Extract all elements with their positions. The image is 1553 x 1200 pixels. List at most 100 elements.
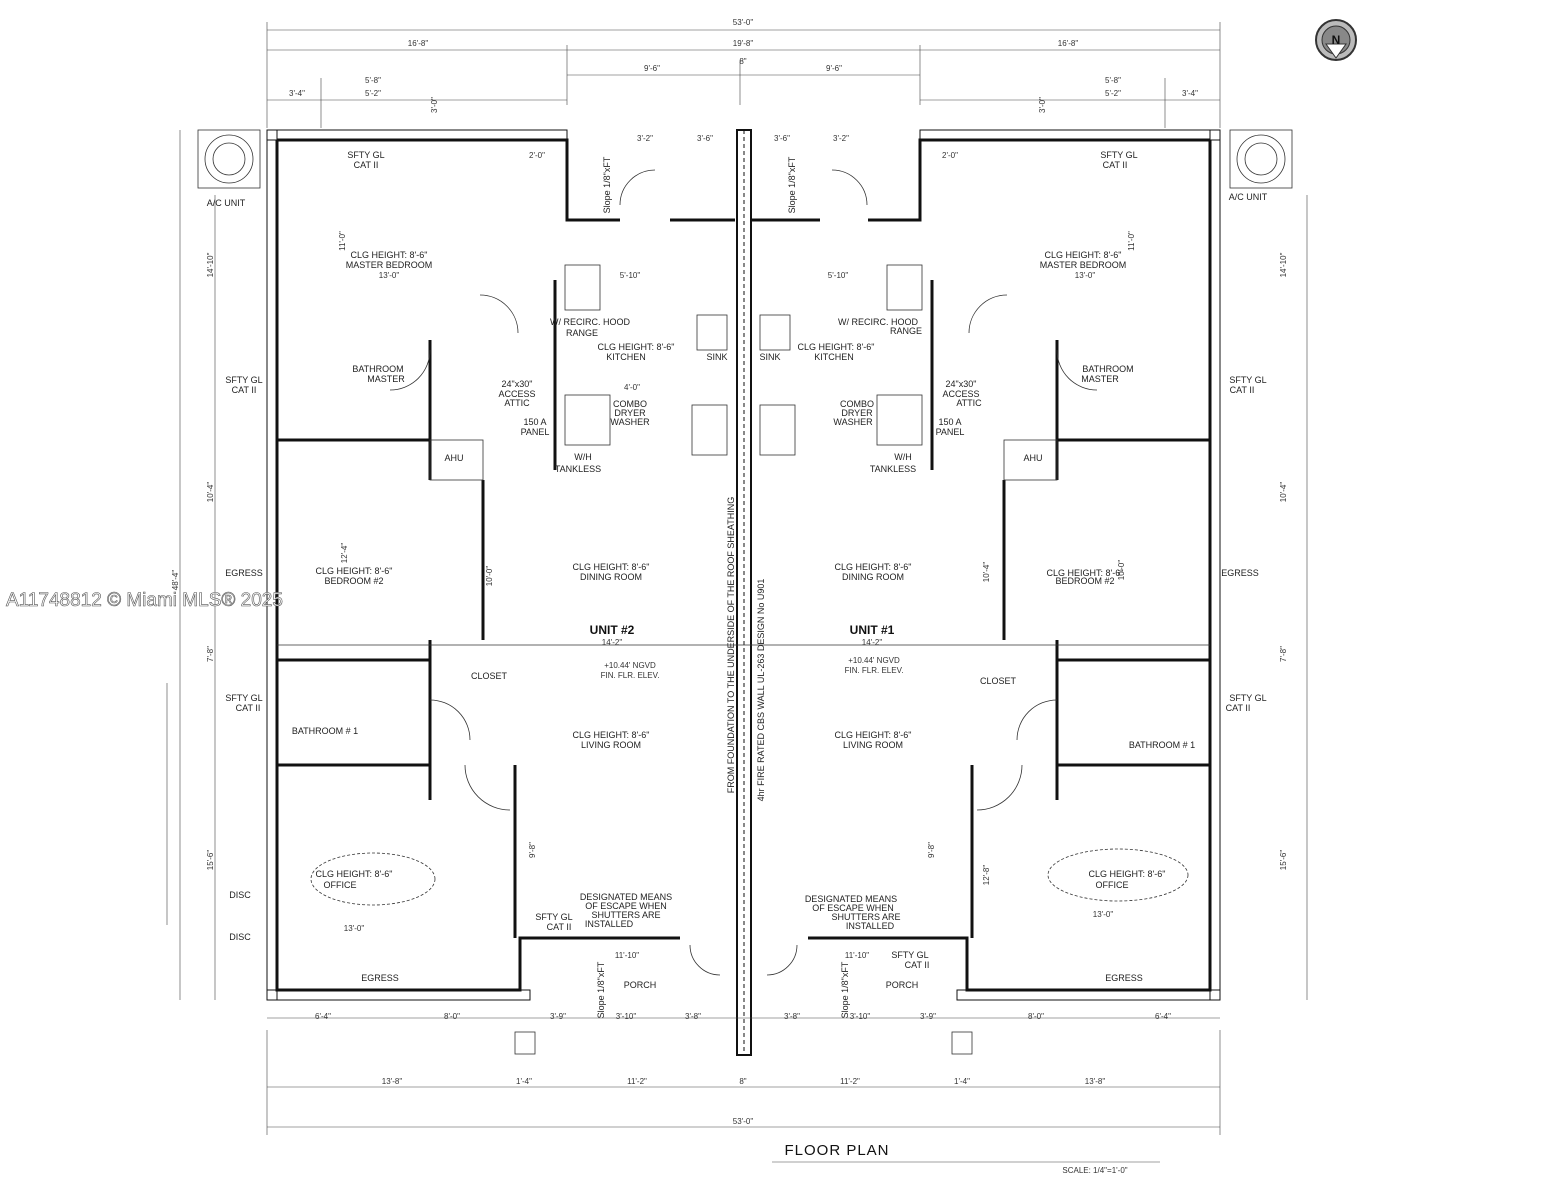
sink-left: SINK xyxy=(706,352,727,362)
cat-porch-right: CAT II xyxy=(905,960,930,970)
dim-kitchen-right: 5'-10" xyxy=(828,271,849,280)
dim-wall-top: 8" xyxy=(739,57,746,66)
dim-west-total: 48'-4" xyxy=(171,570,180,591)
fire-wall-note-1: FROM FOUNDATION TO THE UNDERSIDE OF THE … xyxy=(726,497,736,794)
dim-top-left-a: 3'-2" xyxy=(637,134,653,143)
egress-south-right: EGRESS xyxy=(1105,973,1143,983)
ahu-left-label: AHU xyxy=(444,453,463,463)
kitchen-left-clg: CLG HEIGHT: 8'-6" xyxy=(598,342,675,352)
sfty-east-1: SFTY GL xyxy=(1229,375,1266,385)
side-dimensions xyxy=(166,130,1308,1000)
dim-bot2-c-left: 11'-2" xyxy=(627,1077,647,1086)
fire-wall-note-2: 4hr FIRE RATED CBS WALL UL-263 DESIGN No… xyxy=(756,579,766,802)
north-arrow-icon xyxy=(1315,19,1357,61)
bath-master-right-label2: MASTER xyxy=(1081,374,1119,384)
dim-bot-a-right: 6'-4" xyxy=(1155,1012,1171,1021)
dim-d3-left: 5'-2" xyxy=(365,89,381,98)
dim-bot-a-left: 6'-4" xyxy=(315,1012,331,1021)
living-right-clg: CLG HEIGHT: 8'-6" xyxy=(835,730,912,740)
unit2-elevation-note: FIN. FLR. ELEV. xyxy=(601,671,660,680)
dining-right-clg: CLG HEIGHT: 8'-6" xyxy=(835,562,912,572)
ac-unit-right-label: A/C UNIT xyxy=(1229,192,1268,202)
escape-right-4: INSTALLED xyxy=(846,921,895,931)
slope-right-porch: Slope 1/8"xFT xyxy=(840,961,850,1018)
bath1-left-label: BATHROOM # 1 xyxy=(292,726,358,736)
dim-d3-right: 5'-2" xyxy=(1105,89,1121,98)
dim-bot-c-right: 3'-9" xyxy=(920,1012,936,1021)
dim-bedroom2-left-depth: 12'-4" xyxy=(340,543,349,564)
dim-top-right-b: 3'-6" xyxy=(774,134,790,143)
dim-bot2-b-left: 1'-4" xyxy=(516,1077,532,1086)
kitchen-right-label: KITCHEN xyxy=(814,352,854,362)
sfty-east-2: SFTY GL xyxy=(1229,693,1266,703)
dim-office-right-depth: 12'-8" xyxy=(982,865,991,886)
porch-right-label: PORCH xyxy=(886,980,919,990)
dim-bot-b-left: 8'-0" xyxy=(444,1012,460,1021)
drawing-scale: SCALE: 1/4"=1'-0" xyxy=(1062,1166,1127,1175)
sfty-west-1: SFTY GL xyxy=(225,375,262,385)
ac-unit-left-icon xyxy=(197,129,261,189)
wh-right: W/H xyxy=(894,452,912,462)
combo-right-3: WASHER xyxy=(833,417,873,427)
escape-left-2: OF ESCAPE WHEN xyxy=(585,901,667,911)
bedroom2-left-label: BEDROOM #2 xyxy=(324,576,383,586)
ac-unit-left-label: A/C UNIT xyxy=(207,198,246,208)
attic-left-3: ATTIC xyxy=(504,398,530,408)
dim-bot-d-right: 3'-10" xyxy=(850,1012,871,1021)
bath1-right-label: BATHROOM # 1 xyxy=(1129,740,1195,750)
dim-bot-d-left: 3'-10" xyxy=(616,1012,637,1021)
porch-left-label: PORCH xyxy=(624,980,657,990)
bath-master-left-label2: MASTER xyxy=(367,374,405,384)
closet-left-label: CLOSET xyxy=(471,671,508,681)
egress-east: EGRESS xyxy=(1221,568,1259,578)
interior-walls xyxy=(277,264,1210,938)
dim-bot-b-right: 8'-0" xyxy=(1028,1012,1044,1021)
dim-office-right-width: 13'-0" xyxy=(1093,910,1114,919)
dim-office-left-width: 13'-0" xyxy=(344,924,365,933)
bottom-dimensions xyxy=(266,1017,1221,1163)
dim-d1-right: 3'-4" xyxy=(1182,89,1198,98)
bedroom2-right-clg: CLG HEIGHT: 8'-6" xyxy=(1047,568,1124,578)
living-left-clg: CLG HEIGHT: 8'-6" xyxy=(573,730,650,740)
cat-east-2: CAT II xyxy=(1226,703,1251,713)
dim-master-right-depth: 11'-0" xyxy=(1127,231,1136,251)
dim-d1-left: 3'-4" xyxy=(289,89,305,98)
dim-overall-top: 53'-0" xyxy=(733,18,754,27)
dim-bot-c-left: 3'-9" xyxy=(550,1012,566,1021)
dim-living-left: 9'-8" xyxy=(528,842,537,858)
dim-bot2-a-left: 13'-8" xyxy=(382,1077,403,1086)
slope-right-top: Slope 1/8"xFT xyxy=(787,156,797,213)
north-label: N xyxy=(1332,33,1341,47)
dining-left-clg: CLG HEIGHT: 8'-6" xyxy=(573,562,650,572)
dim-east-2: 10'-4" xyxy=(1279,482,1288,503)
combo-left-3: WASHER xyxy=(610,417,650,427)
combo-left-2: DRYER xyxy=(614,408,646,418)
attic-left-1: 24"x30" xyxy=(502,379,533,389)
cat-master-left: CAT II xyxy=(354,160,379,170)
egress-south-left: EGRESS xyxy=(361,973,399,983)
kitchen-right-clg: CLG HEIGHT: 8'-6" xyxy=(798,342,875,352)
office-left-cloud xyxy=(310,852,436,906)
hood-left: W/ RECIRC. HOOD xyxy=(550,317,630,327)
wh-left: W/H xyxy=(574,452,592,462)
pier-left xyxy=(514,1031,536,1055)
combo-left-1: COMBO xyxy=(613,399,647,409)
dim-porch-right: 11'-10" xyxy=(845,951,869,960)
drawing-title: FLOOR PLAN xyxy=(784,1142,889,1159)
dim-master-left-width: 13'-0" xyxy=(379,271,400,280)
sfty-west-2: SFTY GL xyxy=(225,693,262,703)
cat-porch-left: CAT II xyxy=(547,922,572,932)
combo-right-2: DRYER xyxy=(841,408,873,418)
dim-hall-left: 10'-0" xyxy=(485,566,494,587)
bedroom2-left-clg: CLG HEIGHT: 8'-6" xyxy=(316,566,393,576)
unit2-elevation: +10.44' NGVD xyxy=(604,661,656,670)
escape-right-1: DESIGNATED MEANS xyxy=(805,894,897,904)
closet-right-label: CLOSET xyxy=(980,676,1017,686)
unit2-label: UNIT #2 xyxy=(590,623,635,637)
hood-right: W/ RECIRC. HOOD xyxy=(838,317,918,327)
dim-west-2: 10'-4" xyxy=(206,482,215,503)
attic-right-1: 24"x30" xyxy=(946,379,977,389)
dim-top-right-rise: 3'-0" xyxy=(1038,97,1047,113)
dim-closet-left: 2'-0" xyxy=(529,151,545,160)
dim-kitchen-left: 5'-10" xyxy=(620,271,641,280)
